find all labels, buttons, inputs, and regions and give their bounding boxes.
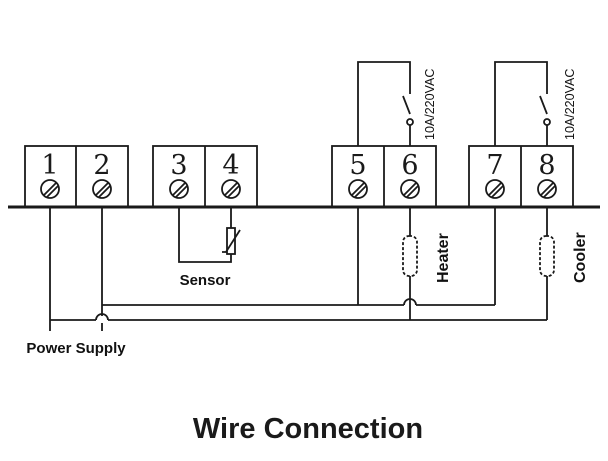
screw-icon-5: [348, 179, 368, 199]
cooler-label: Cooler: [572, 232, 589, 283]
terminal-number-2: 2: [93, 150, 110, 181]
cooler-load-icon: [539, 235, 555, 277]
heater-label: Heater: [435, 233, 452, 283]
terminal-number-7: 7: [486, 150, 503, 181]
screw-icon-7: [485, 179, 505, 199]
screw-icon-6: [400, 179, 420, 199]
relay-rating-heater: 10A/220VAC: [423, 69, 437, 140]
power-supply-label: Power Supply: [26, 340, 126, 357]
relay-rating-cooler: 10A/220VAC: [563, 69, 577, 140]
sensor-thermistor-icon: [178, 207, 241, 263]
relay-contact-heater: [357, 61, 414, 146]
terminal-number-1: 1: [41, 150, 58, 181]
screw-icon-1: [40, 179, 60, 199]
terminal-number-8: 8: [538, 150, 555, 181]
diagram-caption: Wire Connection: [193, 413, 423, 445]
screw-icon-2: [92, 179, 112, 199]
wire-crossover-2-lower: [95, 313, 109, 321]
heater-load-icon: [402, 235, 418, 277]
screw-icon-4: [221, 179, 241, 199]
screw-icon-8: [537, 179, 557, 199]
terminal-number-4: 4: [222, 150, 239, 181]
relay-contact-cooler: [494, 61, 551, 146]
terminal-number-3: 3: [170, 150, 187, 181]
sensor-label: Sensor: [180, 272, 231, 289]
screw-icon-3: [169, 179, 189, 199]
terminal-number-5: 5: [349, 150, 366, 181]
terminal-number-6: 6: [401, 150, 418, 181]
